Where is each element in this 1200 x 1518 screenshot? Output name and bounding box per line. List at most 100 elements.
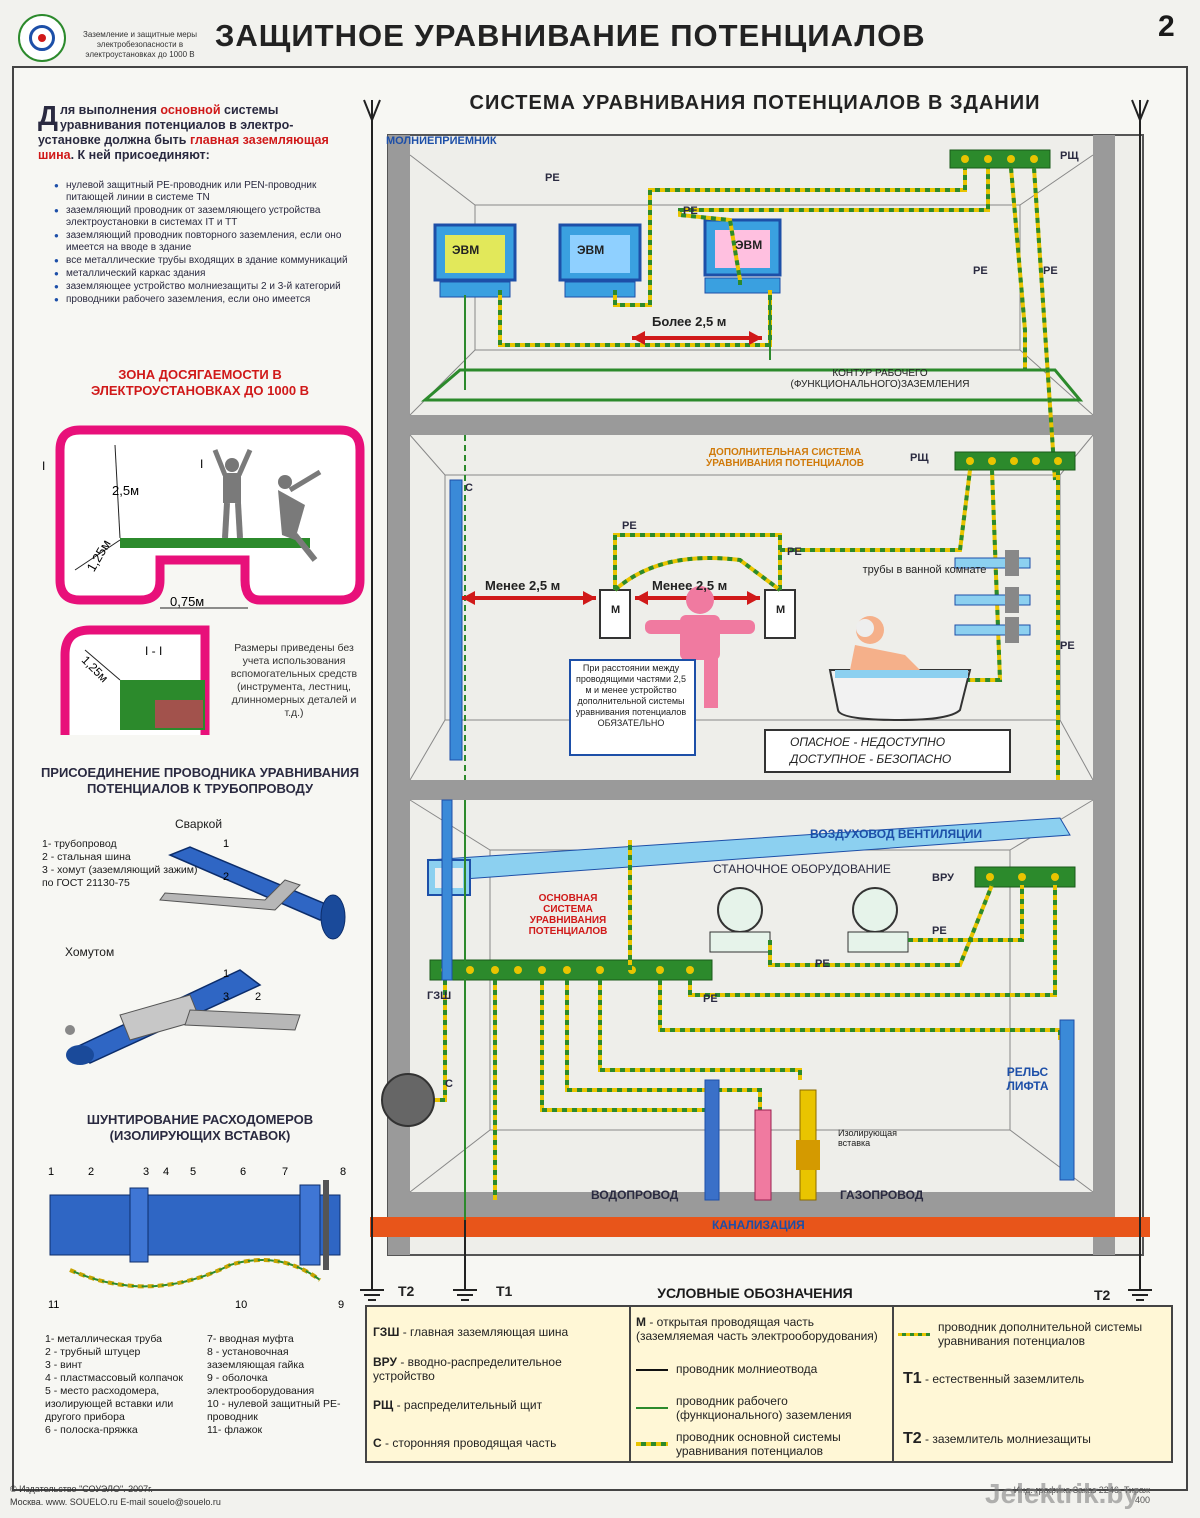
pe-label: PE (622, 520, 637, 532)
svg-text:8: 8 (340, 1166, 346, 1178)
list-item: металлический каркас здания (48, 268, 358, 280)
svg-text:2: 2 (255, 991, 261, 1003)
t1-label: Т1 (496, 1283, 513, 1299)
series-text: Заземление и защитные меры электробезопа… (83, 30, 197, 59)
machine-icon (847, 887, 909, 953)
section-mark: I (42, 459, 45, 473)
list-item: все металлические трубы входящих в здани… (48, 255, 358, 267)
legend-item: проводник дополнительной системы уравнив… (898, 1320, 1168, 1348)
less-2-5-label: Менее 2,5 м (652, 578, 728, 593)
legend-item: Т2 - заземлитель молниезащиты (903, 1430, 1091, 1447)
bypass-title: ШУНТИРОВАНИЕ РАСХОДОМЕРОВ (ИЗОЛИРУЮЩИХ В… (86, 1112, 314, 1143)
sewer-label: КАНАЛИЗАЦИЯ (712, 1218, 805, 1232)
svg-text:10: 10 (235, 1299, 247, 1310)
building-title: СИСТЕМА УРАВНИВАНИЯ ПОТЕНЦИАЛОВ В ЗДАНИИ (469, 92, 1041, 114)
m-label: М (611, 604, 621, 616)
pe-label: PE (973, 265, 988, 277)
rsh-label-top: РЩ (1060, 150, 1079, 162)
machine-icon (709, 887, 771, 953)
rail-label: РЕЛЬС ЛИФТА (1006, 1065, 1049, 1093)
duct-label: ВОЗДУХОВОД ВЕНТИЛЯЦИИ (810, 827, 983, 841)
drop-cap: Д (38, 100, 58, 131)
pipe-connection-title: ПРИСОЕДИНЕНИЕ ПРОВОДНИКА УРАВНИВАНИЯ ПОТ… (40, 765, 360, 796)
svg-text:3: 3 (223, 991, 229, 1003)
additional-system-label: ДОПОЛНИТЕЛЬНАЯ СИСТЕМА УРАВНИВАНИЯ ПОТЕН… (705, 447, 864, 469)
logo (18, 14, 66, 62)
water-label: ВОДОПРОВОД (591, 1188, 679, 1202)
svg-text:9: 9 (338, 1299, 344, 1310)
page-number: 2 (1158, 10, 1175, 43)
gzsh-label: ГЗШ (427, 990, 452, 1002)
c-label-lower: С (445, 1078, 453, 1090)
pe-label: PE (787, 546, 802, 558)
reach-zone-note: Размеры приведены без учета использовани… (230, 642, 358, 719)
computer-icon (558, 223, 642, 298)
publisher-text: © Издательство "СОУЭЛО". 2007г. (10, 1484, 153, 1494)
list-item: заземляющее устройство молниезащиты 2 и … (48, 281, 358, 293)
line-yellow-green-icon (636, 1442, 668, 1446)
rsh-label-mid: РЩ (910, 452, 929, 464)
line-yellow-green-thin-icon (898, 1332, 930, 1336)
m-label: М (776, 604, 786, 616)
pe-label: PE (545, 172, 560, 184)
note-box-text: При расстоянии между проводящими частями… (575, 663, 687, 728)
evm-label: ЭВМ (577, 243, 605, 257)
svg-text:1: 1 (48, 1166, 54, 1178)
fallen-worker-icon (278, 469, 322, 562)
svg-text:2: 2 (223, 871, 229, 883)
pe-label: PE (932, 925, 947, 937)
computer-icon (433, 223, 517, 298)
evm-label: ЭВМ (452, 243, 480, 257)
svg-text:1: 1 (223, 838, 229, 850)
legend-item: ГЗШ - главная заземляющая шина (373, 1325, 569, 1339)
line-black-icon (636, 1368, 668, 1371)
bypass-legend-right: 7- вводная муфта 8 - установочная заземл… (207, 1333, 341, 1436)
legend-item: Т1 - естественный заземлитель (903, 1370, 1085, 1387)
dim-0-75: 0,75м (170, 594, 204, 609)
page-title: ЗАЩИТНОЕ УРАВНИВАНИЕ ПОТЕНЦИАЛОВ (215, 18, 926, 53)
contour-label: КОНТУР РАБОЧЕГО (ФУНКЦИОНАЛЬНОГО)ЗАЗЕМЛЕ… (790, 368, 970, 390)
danger-sign-1: ОПАСНОЕ - НЕДОСТУПНО (790, 735, 946, 749)
watermark: Jelektrik.by (985, 1478, 1140, 1509)
bathtub-icon (828, 616, 972, 722)
bypass-legend-left: 1- металлическая труба 2 - трубный штуце… (45, 1333, 183, 1436)
list-item: заземляющий проводник от заземляющего ус… (48, 205, 358, 229)
legend-item: М - открытая проводящая часть (заземляем… (636, 1315, 878, 1343)
pipe-items: 1- трубопровод 2 - стальная шина 3 - хом… (42, 838, 198, 889)
vru-label: ВРУ (932, 872, 954, 884)
bath-pipes-label: трубы в ванной комнате (862, 564, 987, 576)
worker-figure-icon (212, 448, 253, 539)
list-item: заземляющий проводник повторного заземле… (48, 230, 358, 254)
building-diagram (360, 99, 1152, 1301)
pe-label: PE (703, 993, 718, 1005)
legend-item: С - сторонняя проводящая часть (373, 1436, 557, 1450)
pipe-clamp-diagram: 1 3 2 (65, 968, 301, 1065)
section-label: I - I (145, 644, 162, 658)
less-2-5-label: Менее 2,5 м (485, 578, 561, 593)
legend-box (365, 1305, 1173, 1463)
pe-label: PE (815, 958, 830, 970)
danger-sign-2: ДОСТУПНОЕ - БЕЗОПАСНО (790, 752, 952, 766)
weld-label: Сваркой (175, 817, 223, 831)
dim-2-5: 2,5м (112, 483, 139, 498)
t2-label-left: Т2 (398, 1283, 415, 1299)
pe-label: PE (1060, 640, 1075, 652)
svg-text:5: 5 (190, 1166, 196, 1178)
pipe-weld-diagram: 1 2 (159, 838, 346, 940)
main-system-label: ОСНОВНАЯ СИСТЕМА УРАВНИВАНИЯ ПОТЕНЦИАЛОВ (528, 893, 608, 937)
reach-zone-title: ЗОНА ДОСЯГАЕМОСТИ В ЭЛЕКТРОУСТАНОВКАХ ДО… (90, 367, 310, 398)
svg-text:1: 1 (223, 968, 229, 980)
svg-text:3: 3 (143, 1166, 149, 1178)
legend-title: УСЛОВНЫЕ ОБОЗНАЧЕНИЯ (657, 1285, 853, 1301)
list-item: нулевой защитный PE-проводник или PEN-пр… (48, 180, 358, 204)
clamp-label: Хомутом (65, 945, 115, 959)
bypass-diagram: 1 2 3 4 5 6 7 8 9 10 11 (48, 1166, 346, 1310)
legend-item: ВРУ - вводно-распределительное устройств… (373, 1355, 562, 1383)
insulating-label: Изолирующая вставка (838, 1128, 898, 1148)
print-info: Инд. графика Заказ 2246. Тираж 400 (1013, 1485, 1150, 1505)
line-green-icon (636, 1407, 668, 1409)
legend-item: проводник основной системы уравнивания п… (636, 1430, 886, 1458)
contacts-text: Москва. www. SOUELO.ru E-mail souelo@sou… (10, 1497, 221, 1507)
computer-icon (703, 218, 782, 294)
